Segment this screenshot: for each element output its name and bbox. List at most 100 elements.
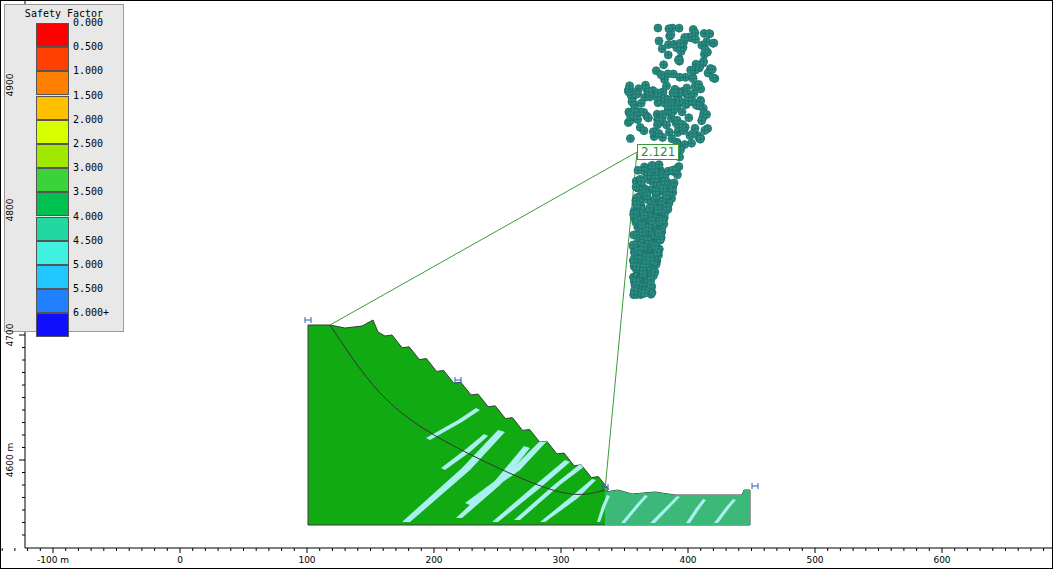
tick <box>586 548 587 551</box>
tick <box>802 548 803 551</box>
radius-line <box>330 152 637 325</box>
x-axis-label: 100 <box>298 555 315 565</box>
tick <box>22 510 25 511</box>
slip-centre <box>640 212 648 220</box>
slip-centre <box>662 191 670 199</box>
slip-centre <box>675 55 683 63</box>
slip-centre <box>651 242 659 250</box>
tick <box>434 548 435 553</box>
tick <box>878 548 879 551</box>
legend-swatch <box>36 289 69 313</box>
slip-centre <box>709 74 717 82</box>
tick <box>319 548 320 551</box>
tick <box>637 548 638 551</box>
slip-centre <box>696 135 704 143</box>
slip-centre <box>643 171 651 179</box>
tick <box>764 548 765 551</box>
legend-value: 5.500 <box>73 283 103 294</box>
x-axis-label: -100 m <box>37 555 69 565</box>
tick <box>865 548 866 551</box>
tick <box>1005 548 1006 551</box>
legend-value: 1.000 <box>73 65 103 76</box>
slip-centre <box>640 289 648 297</box>
tick <box>611 548 612 551</box>
tick <box>853 548 854 551</box>
legend-swatch <box>36 313 69 337</box>
legend-swatch <box>36 23 69 47</box>
slip-centre <box>674 56 682 64</box>
legend-swatch <box>36 265 69 289</box>
tick <box>268 548 269 551</box>
tick <box>548 548 549 551</box>
legend-value: 0.500 <box>73 41 103 52</box>
x-axis-label: 400 <box>679 555 696 565</box>
boundary-marker <box>602 484 608 490</box>
legend-value: 3.000 <box>73 162 103 173</box>
weak-layer <box>514 464 585 520</box>
tick <box>91 548 92 551</box>
slip-centre <box>692 35 700 43</box>
tick <box>205 548 206 551</box>
slip-centre <box>647 281 655 289</box>
legend-value: 0.000 <box>73 17 103 28</box>
tick <box>484 548 485 551</box>
tick <box>22 410 25 411</box>
weak-layer <box>714 499 736 523</box>
legend-value: 2.000 <box>73 114 103 125</box>
slip-centre <box>630 287 638 295</box>
tick <box>662 548 663 551</box>
tick <box>27 548 28 551</box>
tick <box>776 548 777 551</box>
slip-centre <box>708 65 716 73</box>
tick <box>459 548 460 551</box>
tick <box>472 548 473 551</box>
slip-centre <box>701 46 709 54</box>
tick <box>383 548 384 551</box>
y-axis-label: 4900 <box>5 74 15 97</box>
x-axis <box>25 548 1053 549</box>
slip-centre <box>661 177 669 185</box>
tick <box>573 548 574 551</box>
tick <box>891 548 892 551</box>
tick <box>967 548 968 551</box>
x-axis-label: 300 <box>552 555 569 565</box>
tick <box>789 548 790 551</box>
tick <box>726 548 727 551</box>
slip-centre <box>706 30 714 38</box>
tick <box>19 460 25 461</box>
tick <box>1030 548 1031 551</box>
slip-centre <box>709 39 717 47</box>
slip-centre <box>632 263 640 271</box>
axis-ticks <box>0 10 1053 553</box>
tick <box>408 548 409 551</box>
tick <box>713 548 714 551</box>
tick <box>497 548 498 551</box>
tick <box>954 548 955 551</box>
tick <box>22 385 25 386</box>
tick <box>307 548 308 553</box>
slip-centre <box>643 192 651 200</box>
tick <box>65 548 66 551</box>
weak-layer <box>456 446 530 518</box>
boundary-marker <box>305 317 311 323</box>
tick <box>827 548 828 551</box>
tick <box>2 548 3 551</box>
legend-swatch <box>36 217 69 241</box>
slip-centre <box>648 162 656 170</box>
tick <box>22 447 25 448</box>
tick <box>141 548 142 551</box>
tick <box>243 548 244 551</box>
slip-centre <box>703 110 711 118</box>
slip-centre <box>626 135 634 143</box>
tick <box>700 548 701 551</box>
slip-centre <box>679 120 687 128</box>
slip-centre <box>657 71 665 79</box>
tick <box>395 548 396 551</box>
weak-layer <box>540 479 596 522</box>
slip-centre <box>710 39 718 47</box>
slip-centre <box>654 206 662 214</box>
y-axis-label: 4600 m <box>5 443 15 478</box>
tick <box>421 548 422 551</box>
